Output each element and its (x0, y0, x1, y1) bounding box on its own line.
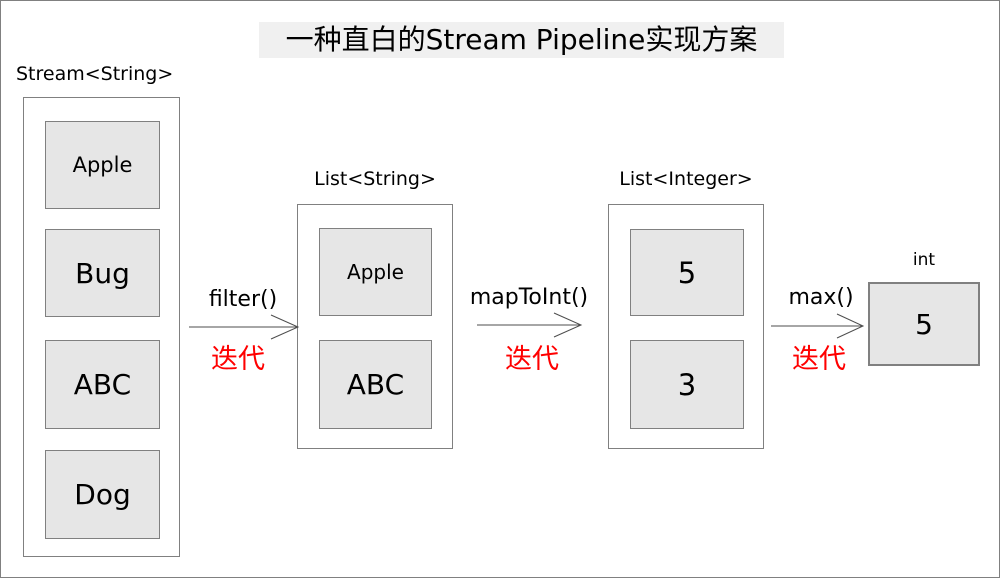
list-integer-item-3: 3 (630, 340, 744, 429)
stream-string-container: Apple Bug ABC Dog (23, 97, 180, 557)
diagram-title: 一种直白的Stream Pipeline实现方案 (259, 22, 784, 58)
list-string-container: Apple ABC (297, 204, 453, 449)
list-integer-item-5: 5 (630, 229, 744, 316)
stream-item-dog: Dog (45, 450, 160, 539)
list-string-item-apple: Apple (319, 228, 432, 316)
max-op-label: max() (788, 285, 854, 310)
max-arrow (771, 313, 865, 339)
filter-op-label: filter() (208, 287, 278, 312)
list-integer-container: 5 3 (608, 204, 764, 449)
list-string-item-abc: ABC (319, 340, 432, 429)
filter-iterate-label: 迭代 (211, 344, 265, 375)
stream-item-abc: ABC (45, 340, 160, 429)
stream-string-label: Stream<String> (16, 63, 174, 85)
stream-item-bug: Bug (45, 229, 160, 317)
maptoint-iterate-label: 迭代 (505, 344, 559, 375)
stream-item-apple: Apple (45, 121, 160, 209)
max-iterate-label: 迭代 (792, 344, 846, 375)
list-integer-label: List<Integer> (619, 168, 753, 190)
list-string-label: List<String> (314, 168, 436, 190)
maptoint-arrow (477, 312, 583, 338)
int-result-label: int (912, 250, 936, 270)
filter-arrow (189, 314, 300, 340)
maptoint-op-label: mapToInt() (469, 285, 589, 310)
int-result-box: 5 (868, 282, 980, 366)
